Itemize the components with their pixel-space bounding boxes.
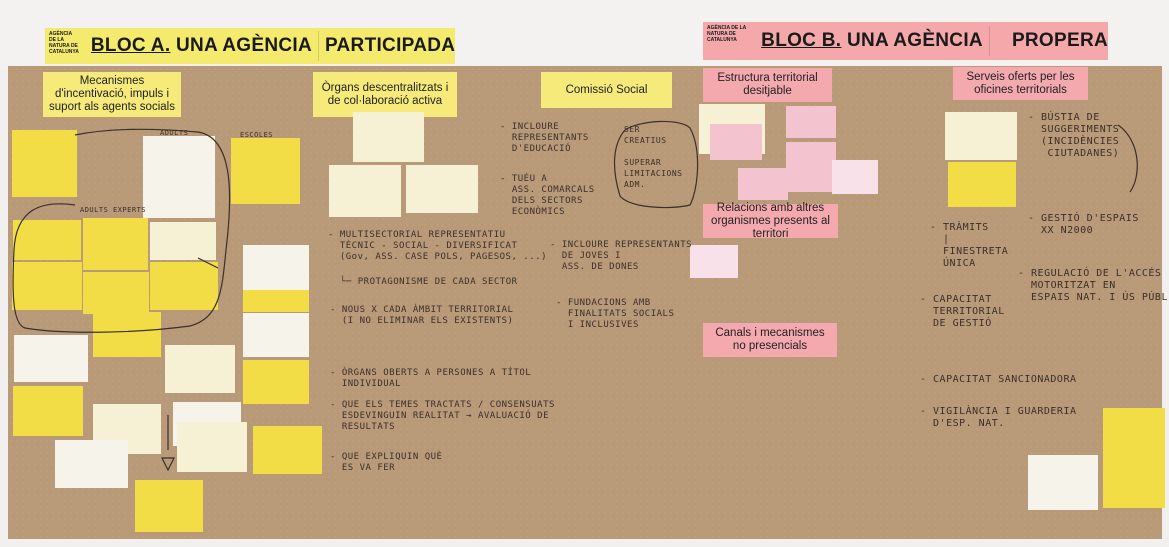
bloc-a-label: BLOC A. bbox=[90, 35, 171, 57]
handwritten-note: ADULTS EXPERTS bbox=[80, 206, 147, 214]
handwritten-note: - CAPACITAT TERRITORIAL DE GESTIÓ bbox=[920, 294, 1005, 329]
sticky-note bbox=[143, 136, 215, 218]
sticky-note bbox=[13, 220, 81, 260]
sticky-note bbox=[243, 245, 309, 290]
sticky-note bbox=[93, 312, 161, 357]
label-estructura: Estructura territorial desitjable bbox=[703, 68, 832, 102]
label-canals: Canals i mecanismes no presencials bbox=[703, 323, 837, 357]
bloc-b-word2: PROPERA bbox=[1011, 30, 1108, 52]
handwritten-note: └─ PROTAGONISME DE CADA SECTOR bbox=[340, 277, 518, 287]
bloc-b-title: BLOC B. UNA AGÈNCIA PROPERA bbox=[761, 26, 1108, 56]
handwritten-note: - GESTIÓ D'ESPAIS XX N2000 bbox=[1028, 213, 1139, 236]
label-comissio: Comissió Social bbox=[541, 72, 672, 108]
handwritten-note: - FUNDACIONS AMB FINALITATS SOCIALS I IN… bbox=[556, 298, 675, 330]
agency-logo: AGÈNCIA DE LA NATURA DE CATALUNYA bbox=[707, 25, 747, 43]
handwritten-note: - INCLOURE REPRESENTANTS DE JOVES I ASS.… bbox=[550, 240, 693, 272]
sticky-note bbox=[945, 112, 1017, 160]
handwritten-note: - TRÀMITS | FINESTRETA ÚNICA bbox=[930, 222, 1009, 269]
label-organs: Òrgans descentralitzats i de col·laborac… bbox=[313, 72, 457, 117]
sticky-note bbox=[177, 422, 247, 472]
handwritten-note: - QUE ELS TEMES TRACTATS / CONSENSUATS E… bbox=[330, 400, 555, 432]
sticky-note bbox=[710, 124, 762, 160]
bloc-a-header: AGÈNCIA DE LA NATURA DE CATALUNYA BLOC A… bbox=[45, 28, 455, 64]
label-serveis: Serveis oferts per les oficines territor… bbox=[953, 67, 1088, 100]
handwritten-note: - QUE EXPLIQUIN QUÈ ES VA FER bbox=[330, 452, 443, 473]
handwritten-note: ESCOLES bbox=[240, 131, 274, 139]
sticky-note bbox=[406, 165, 478, 213]
label-relacions: Relacions amb altres organismes presents… bbox=[703, 202, 838, 240]
handwritten-note: - NOUS X CADA ÀMBIT TERRITORIAL (I NO EL… bbox=[330, 305, 514, 326]
bloc-b-header: AGÈNCIA DE LA NATURA DE CATALUNYA BLOC B… bbox=[703, 22, 1108, 60]
sticky-note bbox=[243, 290, 309, 312]
sticky-note bbox=[353, 112, 424, 162]
divider bbox=[988, 26, 990, 56]
bloc-a-word1: UNA AGÈNCIA bbox=[176, 35, 312, 57]
sticky-note bbox=[231, 138, 300, 204]
handwritten-note: ADULTS bbox=[160, 129, 189, 137]
handwritten-note: - MULTISECTORIAL REPRESENTATIU TÈCNIC - … bbox=[328, 230, 547, 262]
handwritten-note: - CAPACITAT SANCIONADORA bbox=[920, 374, 1077, 385]
sticky-note bbox=[786, 142, 836, 192]
sticky-note bbox=[329, 165, 401, 217]
sticky-note bbox=[12, 262, 82, 310]
bloc-a-word2: PARTICIPADA bbox=[324, 35, 456, 57]
sticky-note bbox=[243, 360, 309, 404]
handwritten-note: - REGULACIÓ DE L'ACCÉS MOTORITZAT EN ESP… bbox=[1018, 268, 1169, 303]
bloc-b-word1: UNA AGÈNCIA bbox=[846, 30, 983, 52]
sticky-note bbox=[948, 162, 1016, 207]
handwritten-note: SER CREATIUS SUPERAR LIMITACIONS ADM. bbox=[624, 125, 683, 189]
sticky-note bbox=[14, 335, 88, 382]
divider bbox=[317, 31, 319, 61]
sticky-note bbox=[1103, 408, 1165, 508]
sticky-note bbox=[83, 272, 149, 314]
bloc-b-label: BLOC B. bbox=[761, 30, 842, 52]
handwritten-note: - BÚSTIA DE SUGGERIMENTS (INCIDÈNCIES CI… bbox=[1028, 112, 1120, 159]
handwritten-note: - VIGILÀNCIA I GUARDERIA D'ESP. NAT. bbox=[920, 406, 1077, 429]
sticky-note bbox=[12, 130, 77, 197]
sticky-note bbox=[150, 262, 218, 310]
handwritten-note: - ÒRGANS OBERTS A PERSONES A TÍTOL INDIV… bbox=[330, 368, 532, 389]
sticky-note bbox=[55, 440, 128, 488]
handwritten-note: - TUÉU A ASS. COMARCALS DELS SECTORS ECO… bbox=[500, 174, 595, 217]
label-mecanismes: Mecanismes d'incentivació, impuls i supo… bbox=[43, 72, 181, 117]
bloc-a-title: BLOC A. UNA AGÈNCIA PARTICIPADA bbox=[91, 31, 455, 61]
handwritten-note: - INCLOURE REPRESENTANTS D'EDUCACIÓ bbox=[500, 122, 589, 154]
sticky-note bbox=[738, 168, 788, 200]
sticky-note bbox=[135, 480, 203, 532]
sticky-note bbox=[690, 245, 738, 278]
sticky-note bbox=[253, 426, 322, 474]
sticky-note bbox=[13, 386, 83, 436]
agency-logo: AGÈNCIA DE LA NATURA DE CATALUNYA bbox=[49, 31, 79, 55]
sticky-note bbox=[150, 222, 216, 260]
sticky-note bbox=[165, 345, 235, 393]
sticky-note bbox=[1028, 455, 1098, 510]
sticky-note bbox=[243, 313, 309, 357]
sticky-note bbox=[786, 106, 836, 138]
sticky-note bbox=[832, 160, 878, 194]
sticky-note bbox=[83, 218, 148, 270]
